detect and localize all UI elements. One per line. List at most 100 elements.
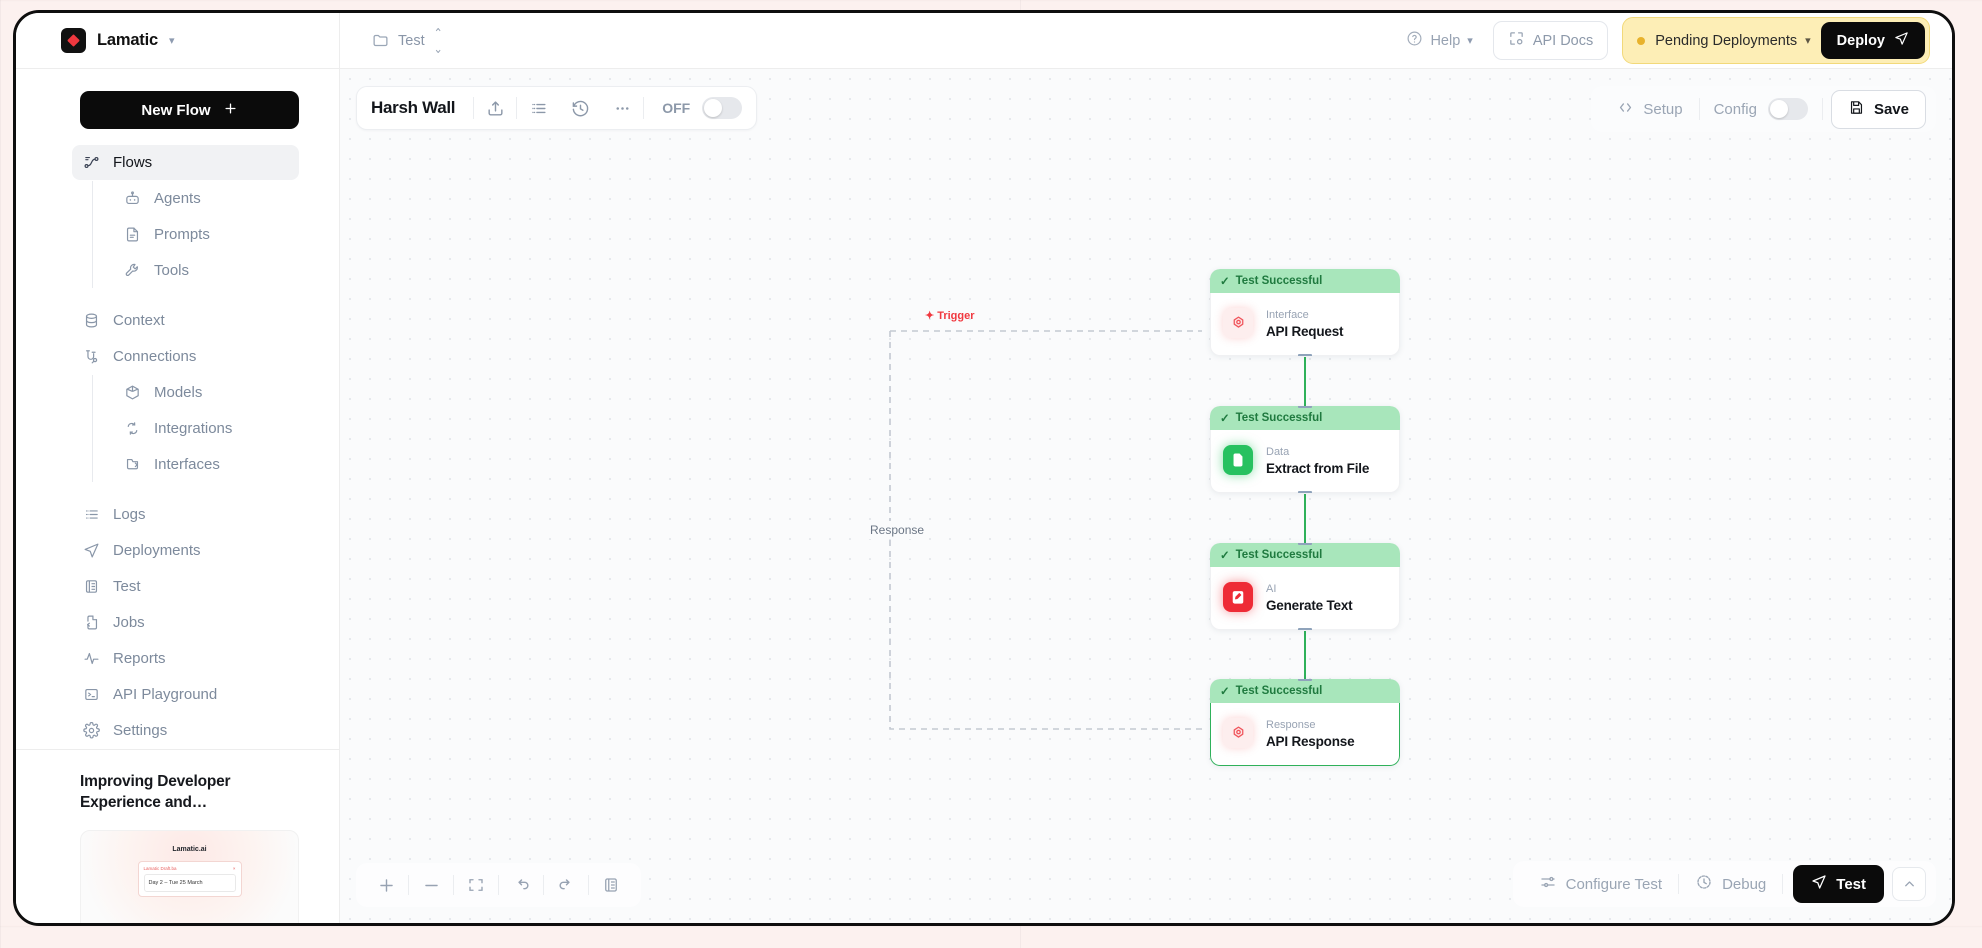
promo-thumb-bar: UNLOCK THE EXPERIENCE WITH EASY INTEGRAT… [109,922,270,923]
canvas-right-toolbar: Setup Config Save [1591,86,1936,132]
sidebar-item-connections[interactable]: Connections [72,339,299,374]
zoom-out-button[interactable] [409,868,453,902]
gear-icon [82,722,100,740]
node-input-port[interactable] [1298,679,1312,681]
sidebar-item-jobs[interactable]: Jobs [72,605,299,640]
promo-thumb-card-body: Day 2 – Tue 25 March [143,873,236,892]
robot-icon [123,190,141,208]
config-toggle[interactable] [1767,98,1808,120]
divider [408,875,409,895]
app-frame: Lamatic ▾ Test ⌃⌄ Help ▾ API Docs [13,10,1955,926]
upload-icon[interactable] [474,91,516,125]
brand-switcher[interactable]: Lamatic ▾ [16,13,340,68]
api-docs-button[interactable]: API Docs [1492,21,1609,60]
send-icon [82,542,100,560]
deploy-button[interactable]: Deploy [1820,22,1925,59]
test-label: Test [1836,875,1866,893]
configure-test-button[interactable]: Configure Test [1523,873,1678,895]
undo-button[interactable] [499,868,543,902]
help-button[interactable]: Help ▾ [1400,24,1478,57]
breadcrumb-label: Test [398,32,425,49]
new-flow-button[interactable]: New Flow [80,91,299,129]
flow-node-generate-text[interactable]: ✓ Test Successful AI Generate Text [1210,543,1400,630]
sidebar-item-label: Interfaces [154,456,220,473]
node-name: API Request [1266,324,1344,339]
test-button[interactable]: Test [1793,865,1884,903]
wrench-icon [123,262,141,280]
history-icon[interactable] [559,91,601,125]
divider [1678,874,1680,894]
lamatic-logo-icon [61,28,86,53]
flow-node-api-response[interactable]: ✓ Test Successful Response API Response [1210,679,1400,766]
list-icon[interactable] [517,91,559,125]
panel-button[interactable] [589,868,633,902]
promo-card[interactable]: Improving Developer Experience and… Lama… [16,749,339,923]
chevron-up-icon[interactable] [1892,867,1926,901]
chevron-down-icon[interactable]: ▾ [1805,35,1811,47]
setup-button[interactable]: Setup [1601,99,1698,120]
flow-enable-toggle[interactable] [702,97,743,119]
code-icon [1617,99,1634,120]
sidebar-item-interfaces[interactable]: Interfaces [113,447,299,482]
top-bar: Lamatic ▾ Test ⌃⌄ Help ▾ API Docs [16,13,1952,69]
sidebar-item-tools[interactable]: Tools [113,253,299,288]
sidebar-item-label: Models [154,384,203,401]
response-label: Response [867,521,928,539]
save-label: Save [1873,100,1909,118]
sidebar-item-prompts[interactable]: Prompts [113,217,299,252]
sidebar-item-flows[interactable]: Flows [72,145,299,180]
sidebar-item-test[interactable]: Test [72,569,299,604]
divider [588,875,589,895]
sidebar-item-label: Test [113,578,141,595]
deploy-label: Deploy [1836,32,1885,49]
node-input-port[interactable] [1298,543,1312,545]
node-input-port[interactable] [1298,406,1312,408]
sidebar-item-reports[interactable]: Reports [72,641,299,676]
sidebar-item-logs[interactable]: Logs [72,497,299,532]
sidebar-item-deployments[interactable]: Deployments [72,533,299,568]
clock-icon [1695,873,1713,895]
chevron-up-down-icon[interactable]: ⌃⌄ [433,26,443,57]
brand-name: Lamatic [97,31,158,49]
api-docs-label: API Docs [1532,32,1594,49]
debug-button[interactable]: Debug [1679,873,1782,895]
ellipsis-icon[interactable] [601,91,643,125]
send-icon [1894,31,1909,50]
check-icon: ✓ [1220,550,1230,562]
sidebar-item-label: Context [113,312,165,329]
flow-canvas[interactable]: Harsh Wall OFF [340,69,1952,923]
edge-3 [1304,631,1306,679]
node-output-port[interactable] [1298,354,1312,356]
canvas-dot-grid [340,69,1952,923]
node-output-port[interactable] [1298,628,1312,630]
sliders-icon [1539,873,1557,895]
sidebar-item-models[interactable]: Models [113,375,299,410]
fit-screen-button[interactable] [454,868,498,902]
sidebar-item-label: API Playground [113,686,218,703]
api-response-icon [1223,718,1253,748]
promo-thumb-card-head-left: Lamatic Draft.ba [143,865,177,871]
debug-label: Debug [1722,875,1767,893]
save-button[interactable]: Save [1830,89,1926,129]
check-icon: ✓ [1220,276,1230,288]
flow-node-api-request[interactable]: ✓ Test Successful Interface API Request [1210,269,1400,356]
redo-button[interactable] [544,868,588,902]
interfaces-icon [123,456,141,474]
sidebar-item-integrations[interactable]: Integrations [113,411,299,446]
divider [516,97,518,119]
flow-node-extract-from-file[interactable]: ✓ Test Successful Data Extract from File [1210,406,1400,493]
sidebar-item-api-playground[interactable]: API Playground [72,677,299,712]
connections-icon [82,348,100,366]
pending-deployments-label[interactable]: Pending Deployments [1655,32,1798,49]
help-label: Help [1430,32,1461,49]
sidebar-item-context[interactable]: Context [72,303,299,338]
setup-label: Setup [1643,100,1683,118]
question-circle-icon [1406,30,1423,51]
node-output-port[interactable] [1298,491,1312,493]
sidebar-item-settings[interactable]: Settings [72,713,299,748]
node-status: ✓ Test Successful [1210,679,1400,703]
sidebar-item-agents[interactable]: Agents [113,181,299,216]
breadcrumb[interactable]: Test ⌃⌄ [340,26,1400,57]
zoom-in-button[interactable] [364,868,408,902]
app-body: New Flow Flows [16,69,1952,923]
